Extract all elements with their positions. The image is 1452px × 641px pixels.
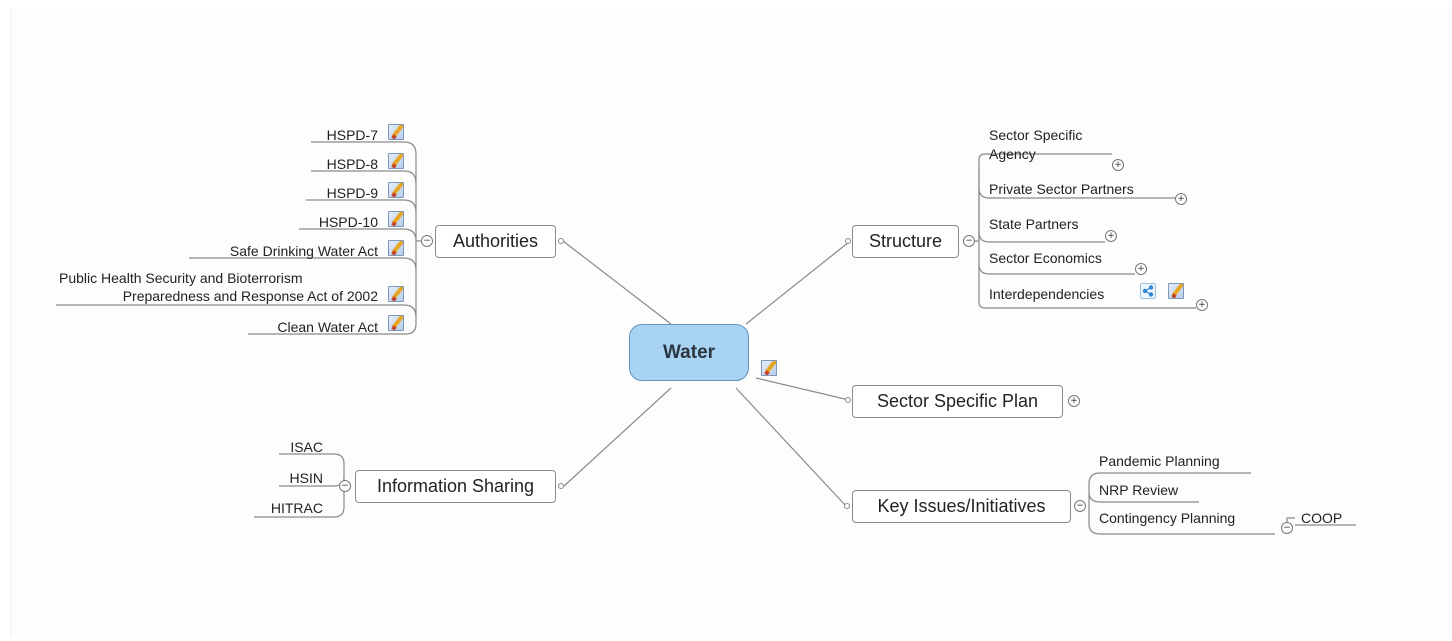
subtopic-coop[interactable]: COOP [1301, 510, 1343, 526]
connector-hook-structure [845, 238, 851, 244]
subtopic-hspd-10[interactable]: HSPD-10 [318, 214, 378, 230]
expand-icon[interactable]: + [1105, 230, 1117, 242]
note-pencil-icon[interactable] [388, 315, 404, 331]
subtopic-hspd-8[interactable]: HSPD-8 [326, 156, 378, 172]
subtopic-nrp-review[interactable]: NRP Review [1099, 482, 1179, 498]
subtopic-hsin[interactable]: HSIN [289, 470, 323, 486]
expand-icon[interactable]: + [1135, 263, 1147, 275]
topic-key-issues-label: Key Issues/Initiatives [877, 496, 1046, 516]
connector-hook-information-sharing [558, 483, 564, 489]
connector-hook-authorities [558, 238, 564, 244]
subtopic-clean-water-act[interactable]: Clean Water Act [277, 319, 378, 335]
topic-sector-specific-plan[interactable]: Sector Specific Plan [852, 385, 1063, 418]
subtopic-contingency-planning[interactable]: Contingency Planning [1099, 510, 1236, 526]
subtopic-isac[interactable]: ISAC [290, 439, 323, 455]
subtopic-sector-economics[interactable]: Sector Economics [989, 250, 1102, 266]
subtopic-hitrac[interactable]: HITRAC [270, 500, 323, 516]
topic-structure[interactable]: Structure [852, 225, 959, 258]
subtopic-hspd-9[interactable]: HSPD-9 [326, 185, 378, 201]
subtopic-pandemic-planning[interactable]: Pandemic Planning [1099, 453, 1220, 469]
expand-icon[interactable]: + [1175, 193, 1187, 205]
subtopic-sector-specific-line2[interactable]: Agency [989, 146, 1036, 162]
topic-key-issues-initiatives[interactable]: Key Issues/Initiatives [852, 490, 1071, 523]
relationship-icon[interactable] [1140, 283, 1156, 299]
topic-authorities[interactable]: Authorities [435, 225, 556, 258]
connector-hook-sector-specific-plan [845, 397, 851, 403]
subtopic-public-health-security-line1[interactable]: Public Health Security and Bioterrorism [59, 270, 303, 286]
note-pencil-icon[interactable] [388, 211, 404, 227]
expand-icon[interactable]: + [1196, 299, 1208, 311]
subtopic-private-sector-partners[interactable]: Private Sector Partners [989, 181, 1134, 197]
central-topic-water[interactable]: Water [629, 324, 749, 381]
subtopic-hspd-7[interactable]: HSPD-7 [326, 127, 378, 143]
expand-icon[interactable]: + [1112, 159, 1124, 171]
note-pencil-icon[interactable] [388, 286, 404, 302]
connector-authorities [562, 240, 672, 325]
central-topic-label: Water [662, 341, 716, 363]
connector-information-sharing [563, 387, 672, 487]
subtopic-sector-specific-line1[interactable]: Sector Specific [989, 127, 1083, 143]
subtopic-safe-drinking-water-act[interactable]: Safe Drinking Water Act [229, 243, 378, 259]
topic-authorities-label: Authorities [452, 231, 539, 251]
note-pencil-icon[interactable] [1168, 283, 1184, 299]
expand-icon[interactable]: + [1068, 395, 1080, 407]
collapse-icon[interactable]: − [1281, 522, 1293, 534]
note-pencil-icon[interactable] [388, 182, 404, 198]
topic-sector-specific-plan-label: Sector Specific Plan [876, 391, 1039, 411]
connector-hook-key-issues [844, 503, 850, 509]
topic-structure-label: Structure [868, 231, 943, 251]
note-pencil-icon[interactable] [761, 360, 777, 376]
note-pencil-icon[interactable] [388, 153, 404, 169]
collapse-icon[interactable]: − [421, 235, 433, 247]
note-pencil-icon[interactable] [388, 124, 404, 140]
topic-information-sharing-label: Information Sharing [376, 476, 535, 496]
collapse-icon[interactable]: − [963, 235, 975, 247]
connector-structure [745, 241, 850, 325]
subtopic-interdependencies[interactable]: Interdependencies [989, 286, 1105, 302]
subtopic-state-partners[interactable]: State Partners [989, 216, 1079, 232]
note-pencil-icon[interactable] [388, 240, 404, 256]
collapse-icon[interactable]: − [339, 480, 351, 492]
connector-key-issues [735, 387, 847, 507]
mind-map-canvas: Water Authorities − HSPD-7 HSPD-8 HSPD-9… [10, 8, 1451, 638]
collapse-icon[interactable]: − [1074, 500, 1086, 512]
connector-sector-specific-plan [755, 377, 850, 401]
topic-information-sharing[interactable]: Information Sharing [355, 470, 556, 503]
connector-lines [56, 141, 1356, 535]
subtopic-public-health-security-line2[interactable]: Preparedness and Response Act of 2002 [122, 288, 378, 304]
